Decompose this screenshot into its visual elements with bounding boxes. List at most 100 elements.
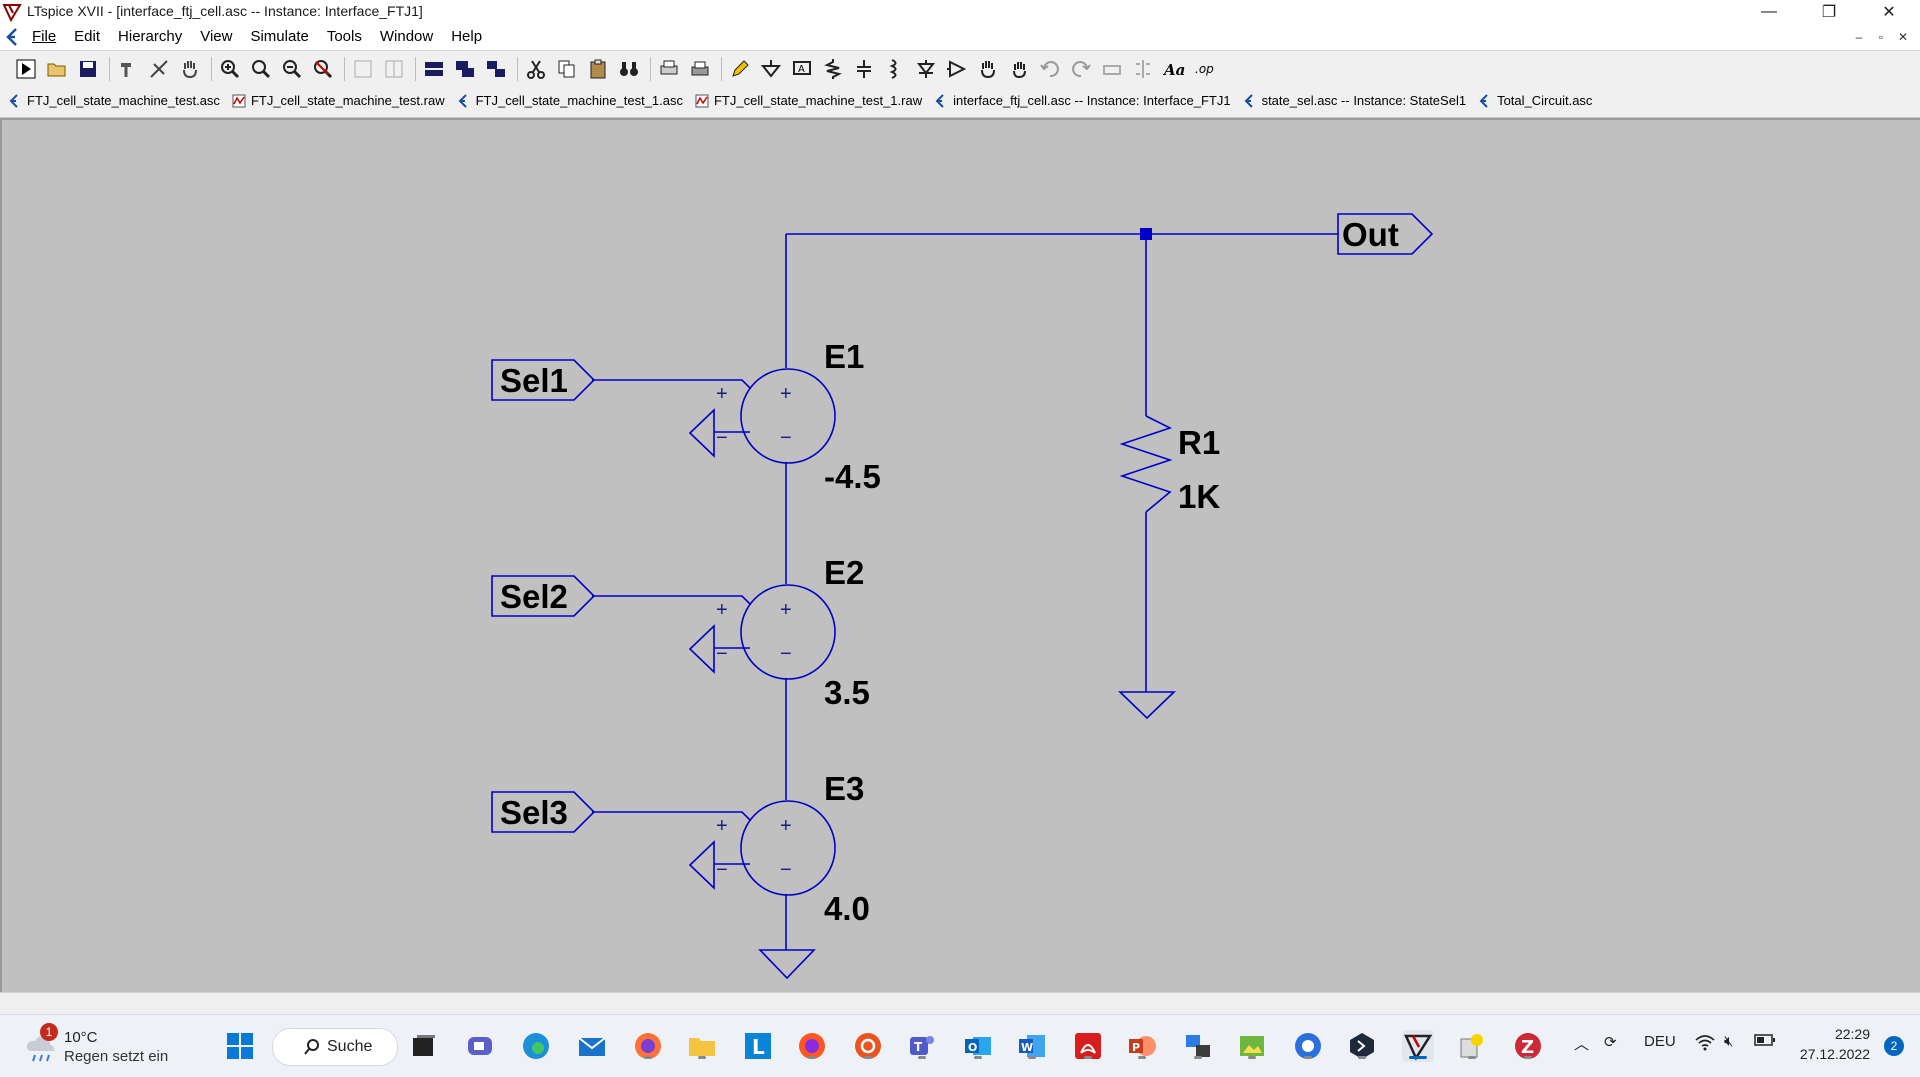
restore-button[interactable]: ❐: [1821, 4, 1837, 21]
source-e3-value[interactable]: 4.0: [824, 890, 870, 927]
source-e1[interactable]: + − + − E1 -4.5: [716, 338, 881, 495]
battery-icon[interactable]: [1754, 1033, 1776, 1051]
menu-view[interactable]: View: [200, 28, 233, 45]
taskbar-chrome-like[interactable]: [1292, 1030, 1324, 1062]
taskbar-edge[interactable]: [520, 1030, 552, 1062]
child-restore-button[interactable]: ▫: [1878, 30, 1884, 44]
taskbar-word[interactable]: W: [1016, 1030, 1048, 1062]
net-flag-sel2[interactable]: Sel2: [491, 575, 596, 617]
taskbar-firefox[interactable]: [632, 1030, 664, 1062]
component-button[interactable]: [943, 56, 971, 82]
halt-button[interactable]: [145, 56, 173, 82]
print-button[interactable]: [655, 56, 683, 82]
taskbar-acrobat[interactable]: [1072, 1030, 1104, 1062]
find-button[interactable]: [615, 56, 643, 82]
volume-muted-icon[interactable]: 🔇︎: [1724, 1033, 1734, 1050]
taskbar-search[interactable]: Suche: [272, 1028, 398, 1066]
pan-button[interactable]: [176, 56, 204, 82]
close-button[interactable]: ✕: [1882, 4, 1896, 21]
spice-directive-button[interactable]: .op: [1191, 56, 1219, 82]
menu-help[interactable]: Help: [451, 28, 483, 45]
menu-window[interactable]: Window: [379, 28, 434, 45]
taskbar-network-app[interactable]: [1182, 1030, 1214, 1062]
menu-hierarchy[interactable]: Hierarchy: [118, 28, 183, 45]
notification-badge[interactable]: 2: [1884, 1036, 1904, 1056]
resistor-r1-value[interactable]: 1K: [1178, 478, 1220, 515]
print-setup-button[interactable]: [686, 56, 714, 82]
tile-horizontal-button[interactable]: [349, 56, 377, 82]
redo-button[interactable]: [1067, 56, 1095, 82]
resistor-r1[interactable]: R1 1K: [1119, 415, 1220, 515]
draw-wire-button[interactable]: [726, 56, 754, 82]
tab-ftj-cell-state-machine-test-1-asc[interactable]: FTJ_cell_state_machine_test_1.asc: [457, 93, 683, 108]
source-e1-value[interactable]: -4.5: [824, 458, 881, 495]
wifi-icon[interactable]: [1694, 1033, 1716, 1055]
window-arrange-button[interactable]: [482, 56, 510, 82]
net-flag-sel1[interactable]: Sel1: [491, 359, 596, 401]
net-flag-out[interactable]: Out: [1337, 213, 1434, 255]
taskbar-outlook[interactable]: O: [962, 1030, 994, 1062]
schematic-canvas[interactable]: Out Sel1 Sel2 Sel3 + − + − E1 -4.5: [0, 118, 1920, 992]
tab-total-circuit-asc[interactable]: Total_Circuit.asc: [1478, 93, 1592, 108]
tray-language[interactable]: DEU: [1644, 1033, 1676, 1050]
rotate-button[interactable]: [1098, 56, 1126, 82]
taskbar-chat[interactable]: [464, 1030, 496, 1062]
zoom-cancel-button[interactable]: [309, 56, 337, 82]
open-button[interactable]: [43, 56, 71, 82]
copy-button[interactable]: [553, 56, 581, 82]
taskbar-firefox-2[interactable]: [796, 1030, 828, 1062]
tab-ftj-cell-state-machine-test-asc[interactable]: FTJ_cell_state_machine_test.asc: [8, 93, 220, 108]
resistor-button[interactable]: [819, 56, 847, 82]
taskbar-powerpoint[interactable]: P: [1126, 1030, 1158, 1062]
tab-state-sel-asc[interactable]: state_sel.asc -- Instance: StateSel1: [1243, 93, 1466, 108]
minimize-button[interactable]: —: [1761, 3, 1777, 20]
control-panel-button[interactable]: [114, 56, 142, 82]
start-button[interactable]: [224, 1030, 256, 1062]
taskbar-clock[interactable]: 22:29 27.12.2022: [1800, 1024, 1870, 1064]
tile-vertical-button[interactable]: [380, 56, 408, 82]
taskbar-l-app[interactable]: L: [742, 1030, 774, 1062]
tab-ftj-cell-state-machine-test-raw[interactable]: FTJ_cell_state_machine_test.raw: [232, 93, 445, 108]
taskbar-ubuntu[interactable]: [852, 1030, 884, 1062]
taskbar-terminal-app[interactable]: [1346, 1030, 1378, 1062]
taskbar-mail[interactable]: [576, 1030, 608, 1062]
tab-ftj-cell-state-machine-test-1-raw[interactable]: FTJ_cell_state_machine_test_1.raw: [695, 93, 922, 108]
menu-tools[interactable]: Tools: [326, 28, 362, 45]
text-button[interactable]: Aa: [1160, 56, 1188, 82]
inductor-button[interactable]: [881, 56, 909, 82]
taskbar-teams[interactable]: T: [906, 1030, 938, 1062]
child-minimize-button[interactable]: –: [1855, 30, 1863, 44]
window-cascade-button[interactable]: [451, 56, 479, 82]
zoom-out-button[interactable]: [278, 56, 306, 82]
source-e3[interactable]: + − + − E3 4.0: [716, 770, 870, 927]
taskbar-zotero[interactable]: Z: [1512, 1030, 1544, 1062]
taskbar-image-app[interactable]: [1236, 1030, 1268, 1062]
undo-button[interactable]: [1036, 56, 1064, 82]
paste-button[interactable]: [584, 56, 612, 82]
save-button[interactable]: [74, 56, 102, 82]
zoom-in-button[interactable]: [216, 56, 244, 82]
menu-simulate[interactable]: Simulate: [250, 28, 309, 45]
menu-edit[interactable]: Edit: [74, 28, 101, 45]
mirror-button[interactable]: [1129, 56, 1157, 82]
move-button[interactable]: [974, 56, 1002, 82]
weather-widget[interactable]: 1 10°C Regen setzt ein: [24, 1023, 184, 1067]
window-tile-button[interactable]: [420, 56, 448, 82]
child-close-button[interactable]: ✕: [1897, 30, 1909, 44]
drag-button[interactable]: [1005, 56, 1033, 82]
label-net-button[interactable]: A: [788, 56, 816, 82]
capacitor-button[interactable]: [850, 56, 878, 82]
source-e2-value[interactable]: 3.5: [824, 674, 870, 711]
run-button[interactable]: [12, 56, 40, 82]
taskbar-ltspice[interactable]: [1402, 1030, 1434, 1062]
document-schematic-icon[interactable]: [3, 27, 23, 47]
source-e2[interactable]: + − + − E2 3.5: [716, 554, 870, 711]
net-flag-sel3[interactable]: Sel3: [491, 791, 596, 833]
ground-button[interactable]: [757, 56, 785, 82]
zoom-full-button[interactable]: [247, 56, 275, 82]
taskbar-notes-app[interactable]: [1456, 1030, 1488, 1062]
diode-button[interactable]: [912, 56, 940, 82]
tray-overflow-button[interactable]: ︿: [1574, 1036, 1590, 1053]
tray-sync-icon[interactable]: ⟳: [1604, 1034, 1617, 1051]
task-view-button[interactable]: [408, 1030, 440, 1062]
